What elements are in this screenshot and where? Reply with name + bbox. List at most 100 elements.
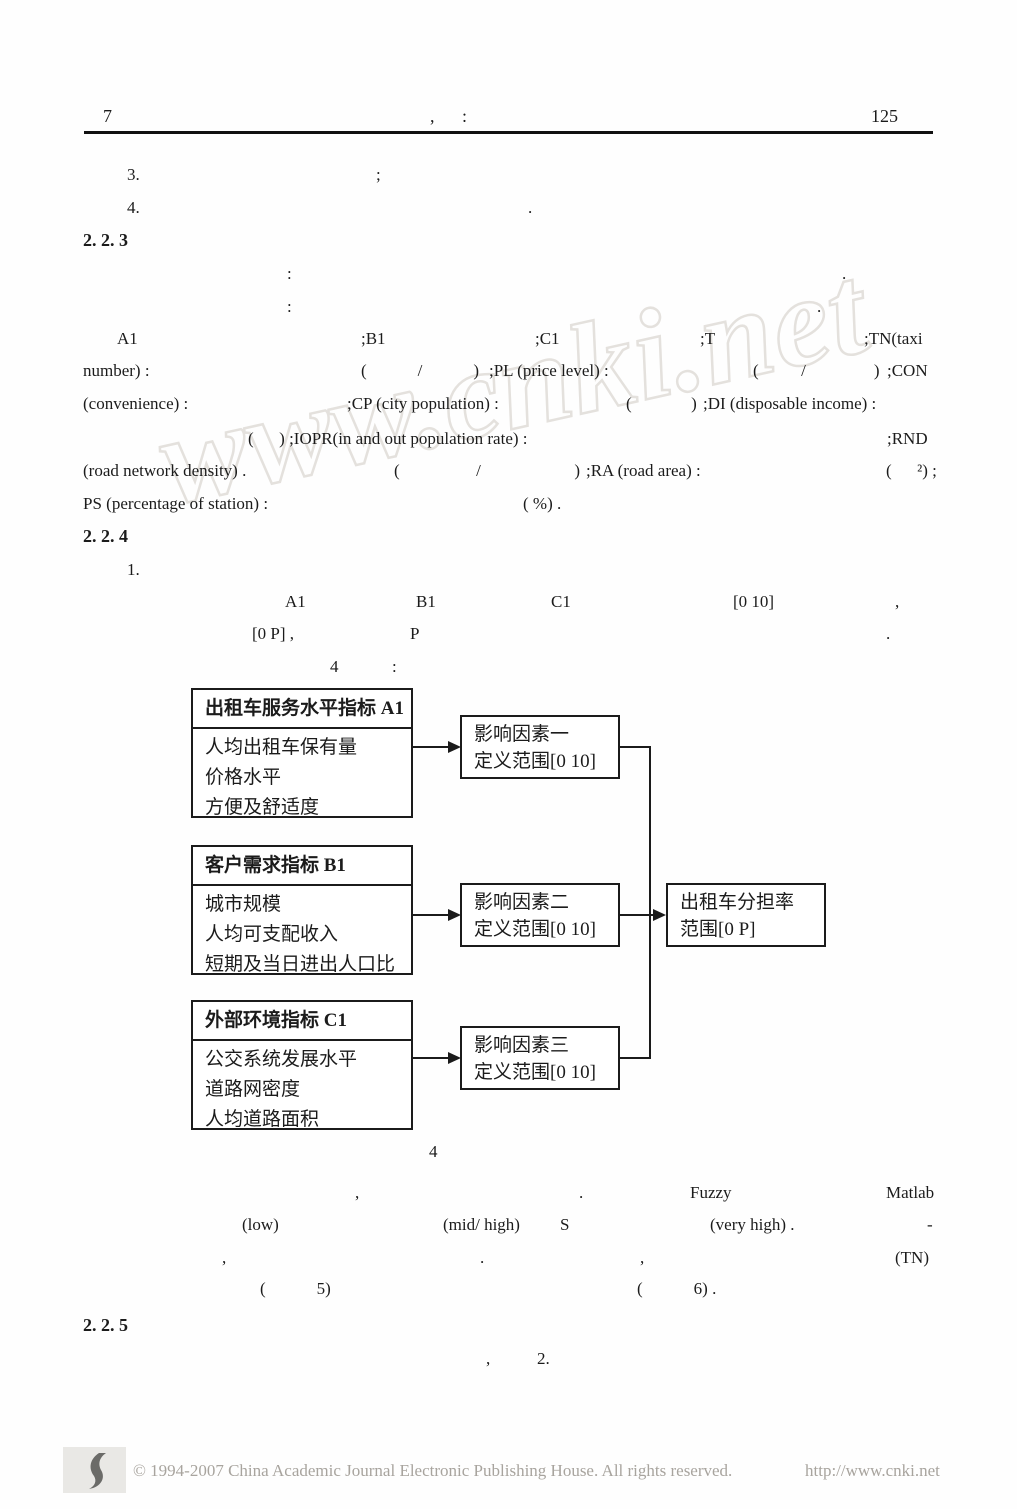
text-fragment: ;RND <box>887 429 928 448</box>
indicator-box-b1-title: 客户需求指标 B1 <box>193 847 411 886</box>
indicator-item: 方便及舒适度 <box>205 797 320 818</box>
text-fragment: ( ) ;IOPR(in and out population rate) : <box>248 429 528 448</box>
text-fragment: . <box>817 297 822 316</box>
text-fragment: . <box>480 1248 485 1267</box>
footer-copyright: © 1994-2007 China Academic Journal Elect… <box>133 1461 733 1480</box>
output-box-line1: 出租车分担率 <box>680 892 795 913</box>
indicator-box-c1: 外部环境指标 C1 公交系统发展水平 道路网密度 人均道路面积 <box>191 1000 413 1130</box>
text-fragment: 1. <box>127 560 140 579</box>
text-fragment: ;CP (city population) : <box>347 394 499 413</box>
text-fragment: , <box>640 1248 645 1267</box>
indicator-item: 短期及当日进出人口比 <box>205 954 396 975</box>
text-fragment: 2. <box>537 1349 550 1368</box>
indicator-item: 道路网密度 <box>205 1079 301 1100</box>
factor-box-1-line1: 影响因素一 <box>474 724 570 745</box>
text-fragment: ( 5) <box>260 1279 331 1298</box>
factor-box-2-line1: 影响因素二 <box>474 892 570 913</box>
text-fragment: ( %) . <box>523 494 562 513</box>
text-fragment: (road network density) . <box>83 461 247 480</box>
text-fragment: - <box>927 1215 933 1234</box>
text-fragment: ( / ) <box>394 461 581 480</box>
indicator-box-a1-title: 出租车服务水平指标 A1 <box>193 690 411 729</box>
header-issue-number: 7 <box>103 106 112 126</box>
text-fragment: (convenience) : <box>83 394 189 413</box>
text-fragment: : <box>287 264 292 283</box>
header-page-number: 125 <box>871 106 898 126</box>
text-fragment: ( / ) <box>361 361 480 380</box>
factor-box-2-line2: 定义范围[0 10] <box>474 919 596 940</box>
indicator-item: 人均道路面积 <box>205 1109 320 1130</box>
factor-box-1-line2: 定义范围[0 10] <box>474 751 596 772</box>
text-fragment: C1 <box>551 592 571 611</box>
factor-box-3-line2: 定义范围[0 10] <box>474 1062 596 1083</box>
indicator-box-a1: 出租车服务水平指标 A1 人均出租车保有量 价格水平 方便及舒适度 <box>191 688 413 818</box>
text-fragment: ;PL (price level) : <box>489 361 609 380</box>
arrowhead <box>448 741 461 753</box>
output-box-line2: 范围[0 P] <box>680 919 756 940</box>
arrowhead <box>653 909 666 921</box>
text-fragment: A1 <box>285 592 306 611</box>
text-fragment: ;TN(taxi <box>864 329 923 348</box>
text-fragment: 3. <box>127 165 140 184</box>
text-fragment: P <box>410 624 420 643</box>
text-fragment: . <box>886 624 891 643</box>
header-center-text: : <box>462 106 468 126</box>
factor-box-3-line1: 影响因素三 <box>474 1035 570 1056</box>
text-fragment: 4 <box>330 657 339 676</box>
indicator-item: 城市规模 <box>205 894 282 915</box>
text-fragment: ; <box>376 165 381 184</box>
text-fragment: [0 10] <box>733 592 775 611</box>
connector-line <box>413 746 449 748</box>
text-fragment: . <box>842 264 847 283</box>
text-fragment: ( ) <box>626 394 697 413</box>
text-fragment: (mid/ high) <box>443 1215 520 1234</box>
text-fragment: ( ²) ; <box>886 461 937 480</box>
section-heading: 2. 2. 3 <box>83 230 128 250</box>
arrowhead <box>448 909 461 921</box>
cnki-watermark: www.cnki.net <box>146 237 881 534</box>
text-fragment: ;DI (disposable income) : <box>703 394 877 413</box>
text-fragment: ;C1 <box>535 329 560 348</box>
text-fragment: , <box>355 1183 360 1202</box>
text-fragment: , <box>486 1349 491 1368</box>
connector-line <box>620 746 651 748</box>
figure-caption: 4 <box>429 1142 438 1161</box>
text-fragment: PS (percentage of station) : <box>83 494 269 513</box>
text-fragment: [0 P] , <box>252 624 295 643</box>
text-fragment: (low) <box>242 1215 279 1234</box>
indicator-box-c1-title: 外部环境指标 C1 <box>193 1002 411 1041</box>
factor-box-1: 影响因素一 定义范围[0 10] <box>460 715 620 779</box>
text-fragment: S <box>560 1215 570 1234</box>
connector-line <box>620 1057 651 1059</box>
text-fragment: ;T <box>700 329 716 348</box>
text-fragment: , <box>895 592 900 611</box>
text-fragment: ;B1 <box>361 329 386 348</box>
indicator-item: 价格水平 <box>205 767 282 788</box>
factor-box-2: 影响因素二 定义范围[0 10] <box>460 883 620 947</box>
text-fragment: ;CON <box>887 361 928 380</box>
text-fragment: ;RA (road area) : <box>586 461 701 480</box>
text-fragment: ( / ) <box>753 361 880 380</box>
text-fragment: , <box>222 1248 227 1267</box>
section-heading: 2. 2. 4 <box>83 526 128 546</box>
text-fragment: . <box>579 1183 584 1202</box>
output-box-share-rate: 出租车分担率 范围[0 P] <box>666 883 826 947</box>
footer-url: http://www.cnki.net <box>805 1461 940 1480</box>
cnki-logo-icon <box>63 1447 126 1493</box>
text-fragment: ( 6) . <box>637 1279 717 1298</box>
text-fragment: Fuzzy <box>690 1183 732 1202</box>
connector-line <box>649 746 651 1059</box>
text-fragment: (very high) . <box>710 1215 795 1234</box>
indicator-item: 人均出租车保有量 <box>205 737 358 758</box>
text-fragment: : <box>392 657 397 676</box>
connector-line <box>413 914 449 916</box>
indicator-box-b1: 客户需求指标 B1 城市规模 人均可支配收入 短期及当日进出人口比 <box>191 845 413 975</box>
indicator-item: 人均可支配收入 <box>205 924 339 945</box>
text-fragment: A1 <box>117 329 138 348</box>
header-rule <box>84 131 933 134</box>
arrowhead <box>448 1052 461 1064</box>
connector-line <box>620 914 654 916</box>
text-fragment: number) : <box>83 361 150 380</box>
connector-line <box>413 1057 449 1059</box>
